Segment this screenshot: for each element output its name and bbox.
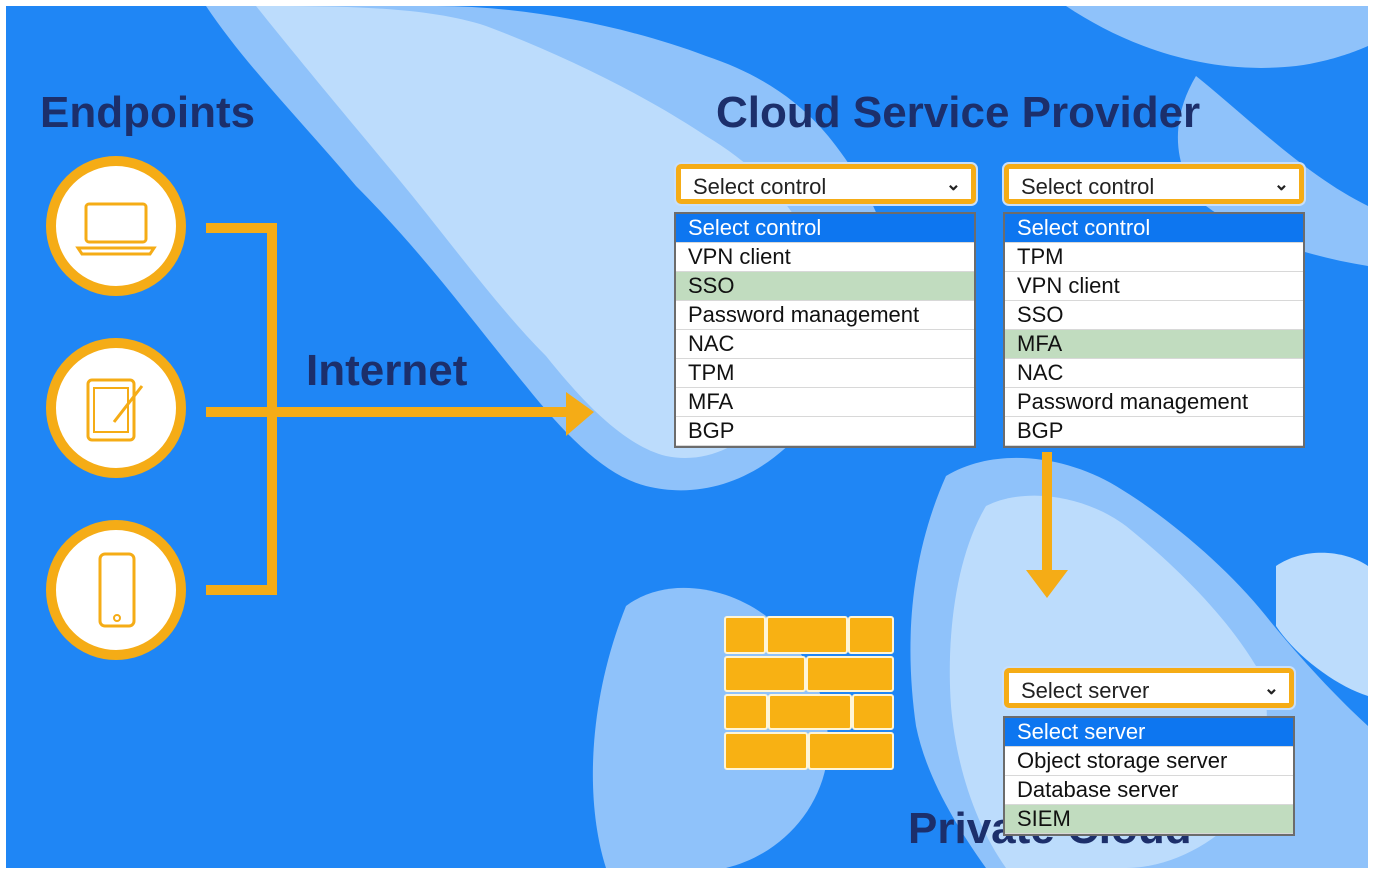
csp-control-select-1[interactable]: Select control ⌄ — [676, 164, 976, 204]
private-cloud-server-option[interactable]: Object storage server — [1005, 747, 1293, 776]
tablet-endpoint — [46, 338, 186, 478]
csp-control-1-option[interactable]: BGP — [676, 417, 974, 446]
csp-control-1-option[interactable]: TPM — [676, 359, 974, 388]
cloud-service-provider-heading: Cloud Service Provider — [716, 88, 1201, 137]
firewall-icon — [724, 616, 896, 772]
smartphone-icon — [98, 552, 136, 628]
csp-control-1-options: Select control VPN client SSO Password m… — [674, 212, 976, 448]
csp-control-2-options: Select control TPM VPN client SSO MFA NA… — [1003, 212, 1305, 448]
csp-control-1-option[interactable]: VPN client — [676, 243, 974, 272]
endpoints-heading: Endpoints — [40, 88, 256, 137]
csp-control-1-option[interactable]: Select control — [676, 214, 974, 243]
internet-label: Internet — [306, 346, 468, 395]
csp-control-1-option[interactable]: NAC — [676, 330, 974, 359]
private-cloud-server-options: Select server Object storage server Data… — [1003, 716, 1295, 836]
arrow-down-icon — [1026, 570, 1068, 598]
csp-control-2-option[interactable]: NAC — [1005, 359, 1303, 388]
csp-control-1-option[interactable]: Password management — [676, 301, 974, 330]
csp-control-2-option[interactable]: MFA — [1005, 330, 1303, 359]
private-cloud-server-select[interactable]: Select server ⌄ — [1004, 668, 1294, 708]
csp-control-2-option[interactable]: Select control — [1005, 214, 1303, 243]
chevron-down-icon: ⌄ — [1263, 678, 1279, 698]
csp-control-select-1-value: Select control — [693, 174, 827, 199]
laptop-endpoint — [46, 156, 186, 296]
private-cloud-server-option[interactable]: Database server — [1005, 776, 1293, 805]
private-cloud-server-option[interactable]: SIEM — [1005, 805, 1293, 834]
csp-control-1-option[interactable]: MFA — [676, 388, 974, 417]
csp-control-2-option[interactable]: BGP — [1005, 417, 1303, 446]
csp-control-1-option[interactable]: SSO — [676, 272, 974, 301]
laptop-icon — [75, 202, 157, 256]
chevron-down-icon: ⌄ — [1273, 174, 1289, 194]
connector-lines — [206, 223, 1068, 598]
arrow-right-icon — [566, 392, 594, 436]
csp-control-select-2[interactable]: Select control ⌄ — [1004, 164, 1304, 204]
csp-control-2-option[interactable]: Password management — [1005, 388, 1303, 417]
smartphone-endpoint — [46, 520, 186, 660]
csp-control-2-option[interactable]: VPN client — [1005, 272, 1303, 301]
diagram-canvas: Endpoints Cloud Service Provider Interne… — [6, 6, 1368, 868]
chevron-down-icon: ⌄ — [945, 174, 961, 194]
csp-control-2-option[interactable]: SSO — [1005, 301, 1303, 330]
private-cloud-server-option[interactable]: Select server — [1005, 718, 1293, 747]
csp-control-select-2-value: Select control — [1021, 174, 1155, 199]
csp-control-2-option[interactable]: TPM — [1005, 243, 1303, 272]
tablet-icon — [86, 378, 144, 442]
private-cloud-server-select-value: Select server — [1021, 678, 1150, 703]
